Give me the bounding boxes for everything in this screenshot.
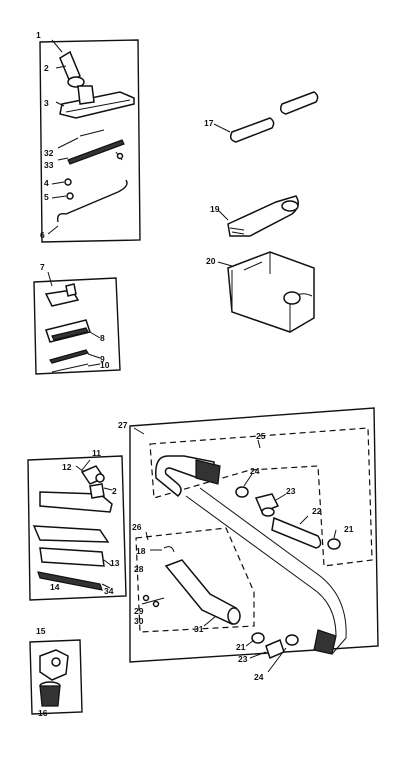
upholstery-tool-box [33,277,121,375]
label-9: 9 [100,354,105,364]
label-19: 19 [210,204,220,214]
hose-assembly-group: 27 25 24 23 22 21 26 18 28 29 30 31 21 2… [118,407,379,682]
ring-21 [327,538,341,550]
label-11: 11 [92,448,101,458]
crevice-tool-group: 19 [210,195,299,237]
screw-5 [66,192,74,200]
combination-tool-box [27,455,127,601]
bristle-9 [49,349,89,364]
label-5: 5 [44,192,49,202]
curved-wand-31 [164,559,237,626]
label-24: 24 [250,466,260,476]
hose-subassembly-25 [149,427,373,567]
label-24b: 24 [254,672,264,682]
tool-holder-group: 20 [206,251,315,333]
label-2b: 2 [112,486,117,496]
label-29: 29 [134,606,144,616]
label-12: 12 [62,462,72,472]
tube-22 [271,516,322,549]
label-18: 18 [136,546,146,556]
wand-tube-b [279,91,319,115]
hose-end-cuff [313,629,337,655]
label-30: 30 [134,616,144,626]
label-33: 33 [44,160,54,170]
label-6: 6 [40,230,45,240]
hose-assembly-box [129,407,379,663]
label-22: 22 [312,506,322,516]
combination-tool-group: 11 12 2 13 14 34 [27,448,127,601]
floor-tool-group: 1 2 3 32 33 4 5 6 [36,30,141,243]
floor-brush-neck [77,85,95,105]
label-3: 3 [44,98,49,108]
coupler-23b [265,638,285,660]
swivel-neck [59,50,81,84]
label-8: 8 [100,333,105,343]
label-14: 14 [50,582,60,592]
wand-tube-a [229,117,275,143]
adapter-group: 15 16 [29,626,83,718]
label-31: 31 [194,624,204,634]
label-23: 23 [286,486,296,496]
label-10: 10 [100,360,110,370]
upholstery-tool-group: 7 8 9 10 [33,262,121,375]
label-34: 34 [104,586,114,596]
neck-collar [67,76,85,88]
label-17: 17 [204,118,214,128]
bristle-strip-33 [67,139,125,165]
ring-21b [251,632,265,644]
tool-holder [227,251,315,333]
label-7: 7 [40,262,45,272]
label-23b: 23 [238,654,248,664]
hose-subassembly-26 [135,527,255,633]
label-4: 4 [44,178,49,188]
label-32: 32 [44,148,54,158]
floor-tool-box [39,39,141,243]
label-21: 21 [344,524,354,534]
floor-brush-head [59,91,135,119]
hose-cuff [195,459,221,485]
label-16: 16 [38,708,48,718]
coupling-24 [235,486,249,498]
spring-6 [56,179,128,223]
label-27: 27 [118,420,128,430]
bristle-14 [37,571,103,591]
part-28 [142,594,150,602]
adapter-box [29,639,83,715]
wand-group: 17 [204,91,319,143]
label-26: 26 [132,522,142,532]
strip-10 [51,363,89,373]
combo-brush-13 [32,525,110,543]
label-1: 1 [36,30,41,40]
clip-18 [163,546,175,553]
coupling-24b [285,634,299,646]
part-30 [141,597,165,605]
screw-4 [64,178,72,186]
label-15: 15 [36,626,46,636]
coupler-23 [254,493,280,513]
part-29 [152,600,160,608]
label-28: 28 [134,564,144,574]
pin-32 [79,129,105,137]
label-25: 25 [256,431,266,441]
label-13: 13 [110,558,120,568]
label-21b: 21 [236,642,246,652]
label-20: 20 [206,256,216,266]
label-2: 2 [44,63,49,73]
